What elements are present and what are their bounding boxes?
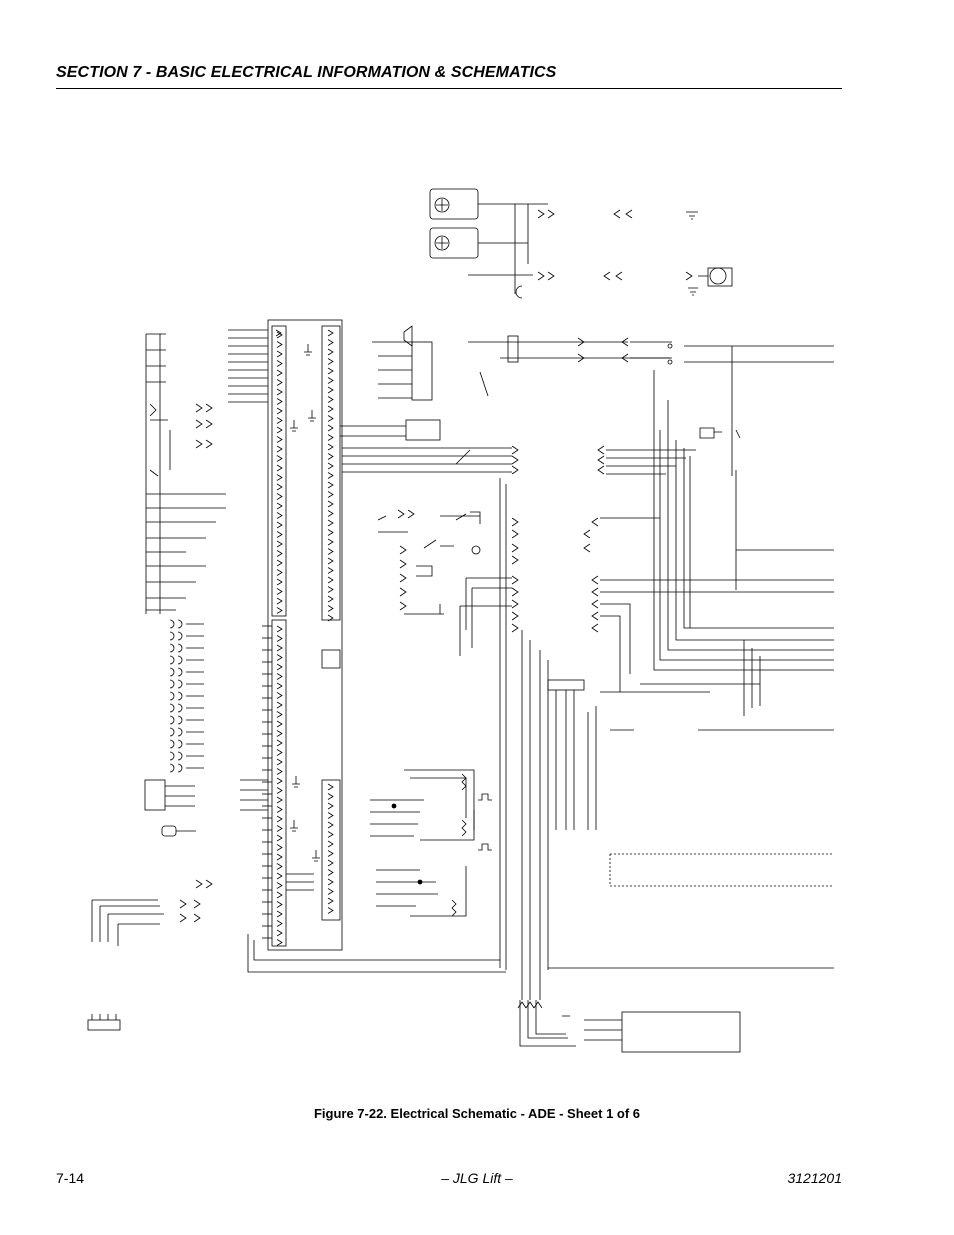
center-harness — [247, 445, 834, 1000]
page-number: 7-14 — [56, 1170, 85, 1186]
potentiometer-controls — [370, 769, 492, 917]
document-number: 3121201 — [787, 1170, 842, 1186]
resistor-lamp-array — [169, 619, 204, 773]
section-title: SECTION 7 - BASIC ELECTRICAL INFORMATION… — [56, 64, 557, 81]
right-bus-lines — [547, 370, 834, 887]
connector-pins-right — [327, 329, 334, 914]
figure-caption: Figure 7-22. Electrical Schematic - ADE … — [313, 1106, 641, 1121]
header-divider — [56, 88, 842, 89]
relay-module-left — [144, 779, 196, 837]
joystick-switch-block — [377, 509, 481, 615]
input-wires-left — [228, 329, 272, 939]
controller-module-bottom — [517, 1000, 741, 1053]
connector-pins-left — [276, 331, 283, 946]
footer-brand: – JLG Lift – — [441, 1170, 513, 1186]
lamp-assembly-top — [429, 188, 698, 294]
speaker-and-relay-pack — [340, 325, 489, 441]
main-controller-connectors — [267, 319, 343, 951]
ground-bus-left — [87, 879, 213, 1031]
left-switch-column — [145, 333, 226, 614]
ground-symbols-block — [240, 344, 320, 891]
horn-and-beacon-block — [468, 267, 834, 476]
